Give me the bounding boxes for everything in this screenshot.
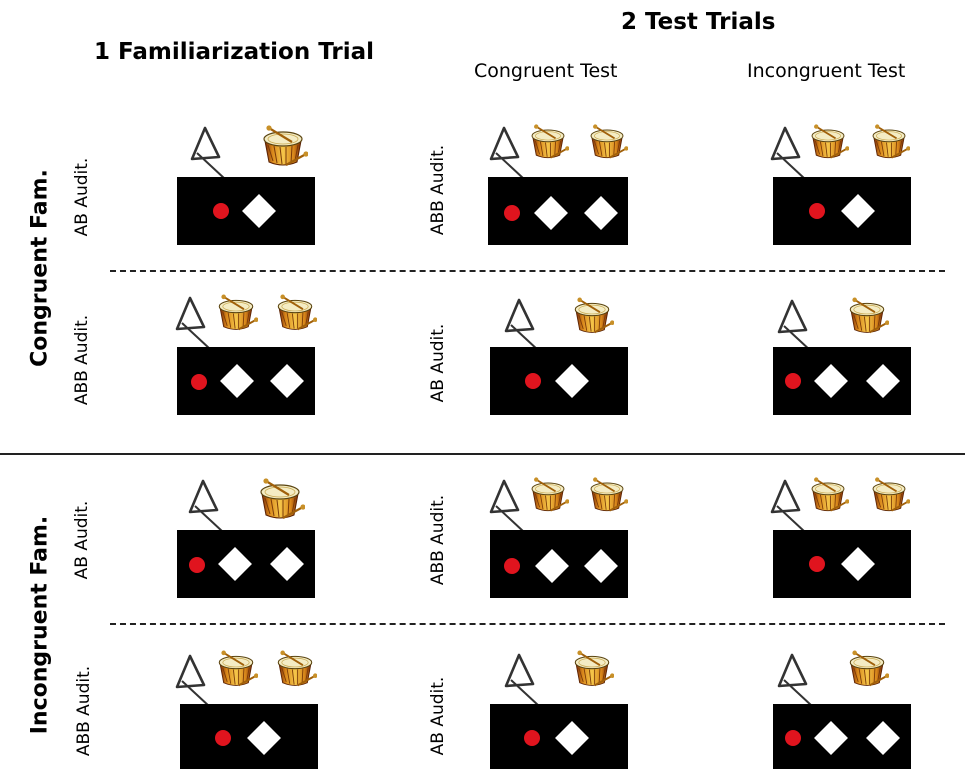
white-diamond	[584, 549, 618, 583]
drum-icon	[845, 650, 889, 690]
red-dot	[215, 730, 231, 746]
white-diamond	[247, 721, 281, 755]
audio-label: ABB Audit.	[72, 314, 92, 406]
stimulus-screen	[773, 704, 911, 769]
white-diamond	[270, 547, 304, 581]
red-dot	[785, 730, 801, 746]
stimulus-screen	[488, 177, 628, 245]
drum-icon	[807, 124, 849, 162]
red-dot	[504, 205, 520, 221]
drum-icon	[845, 297, 889, 337]
audio-label: AB Audit.	[72, 500, 92, 580]
white-diamond	[270, 364, 304, 398]
triangle-instrument-icon	[487, 478, 527, 533]
red-dot	[191, 374, 207, 390]
drum-icon	[868, 124, 910, 162]
congruent-fam-label: Congruent Fam.	[27, 169, 53, 367]
drum-icon	[868, 477, 910, 515]
drum-icon	[586, 124, 628, 162]
drum-icon	[807, 477, 849, 515]
triangle-instrument-icon	[768, 478, 808, 533]
stimulus-screen	[177, 177, 315, 245]
stimulus-screen	[180, 704, 318, 769]
white-diamond	[841, 547, 875, 581]
stimulus-screen	[773, 177, 911, 245]
audio-label: ABB Audit.	[428, 144, 448, 236]
white-diamond	[220, 364, 254, 398]
drum-icon	[214, 650, 258, 690]
incongruent-test-header: Incongruent Test	[747, 60, 906, 82]
row-divider-2	[110, 623, 945, 625]
triangle-instrument-icon	[502, 297, 542, 352]
triangle-instrument-icon	[768, 125, 808, 180]
triangle-instrument-icon	[173, 295, 213, 350]
congruent-test-header: Congruent Test	[474, 60, 618, 82]
white-diamond	[242, 194, 276, 228]
stimulus-screen	[773, 347, 911, 415]
stimulus-screen	[490, 530, 628, 598]
red-dot	[504, 558, 520, 574]
audio-label: ABB Audit.	[74, 665, 94, 757]
triangle-instrument-icon	[502, 652, 542, 707]
stimulus-screen	[773, 530, 911, 598]
triangle-instrument-icon	[186, 478, 226, 533]
stimulus-screen	[177, 530, 315, 598]
group-divider	[0, 453, 965, 455]
red-dot	[213, 203, 229, 219]
drum-icon	[258, 125, 308, 170]
audio-label: AB Audit.	[428, 676, 448, 756]
drum-icon	[570, 297, 614, 337]
drum-icon	[527, 477, 569, 515]
audio-label: AB Audit.	[428, 323, 448, 403]
familiarization-header: 1 Familiarization Trial	[94, 39, 375, 65]
drum-icon	[273, 650, 317, 690]
red-dot	[524, 730, 540, 746]
drum-icon	[586, 477, 628, 515]
stimulus-screen	[490, 347, 628, 415]
white-diamond	[866, 721, 900, 755]
drum-icon	[527, 124, 569, 162]
white-diamond	[841, 194, 875, 228]
stimulus-screen	[177, 347, 315, 415]
stimulus-screen	[490, 704, 628, 769]
white-diamond	[535, 549, 569, 583]
triangle-instrument-icon	[487, 125, 527, 180]
red-dot	[525, 373, 541, 389]
white-diamond	[534, 196, 568, 230]
triangle-instrument-icon	[775, 652, 815, 707]
white-diamond	[584, 196, 618, 230]
triangle-instrument-icon	[775, 298, 815, 353]
audio-label: AB Audit.	[72, 157, 92, 237]
incongruent-fam-label: Incongruent Fam.	[27, 515, 53, 735]
red-dot	[809, 203, 825, 219]
white-diamond	[218, 547, 252, 581]
drum-icon	[214, 294, 258, 334]
red-dot	[809, 556, 825, 572]
white-diamond	[555, 721, 589, 755]
drum-icon	[273, 294, 317, 334]
triangle-instrument-icon	[188, 125, 228, 180]
row-divider-1	[110, 270, 945, 272]
test-trials-header: 2 Test Trials	[621, 9, 776, 35]
white-diamond	[555, 364, 589, 398]
white-diamond	[814, 364, 848, 398]
drum-icon	[570, 650, 614, 690]
white-diamond	[866, 364, 900, 398]
red-dot	[189, 557, 205, 573]
red-dot	[785, 373, 801, 389]
white-diamond	[814, 721, 848, 755]
audio-label: ABB Audit.	[428, 494, 448, 586]
drum-icon	[255, 478, 305, 523]
triangle-instrument-icon	[173, 653, 213, 708]
